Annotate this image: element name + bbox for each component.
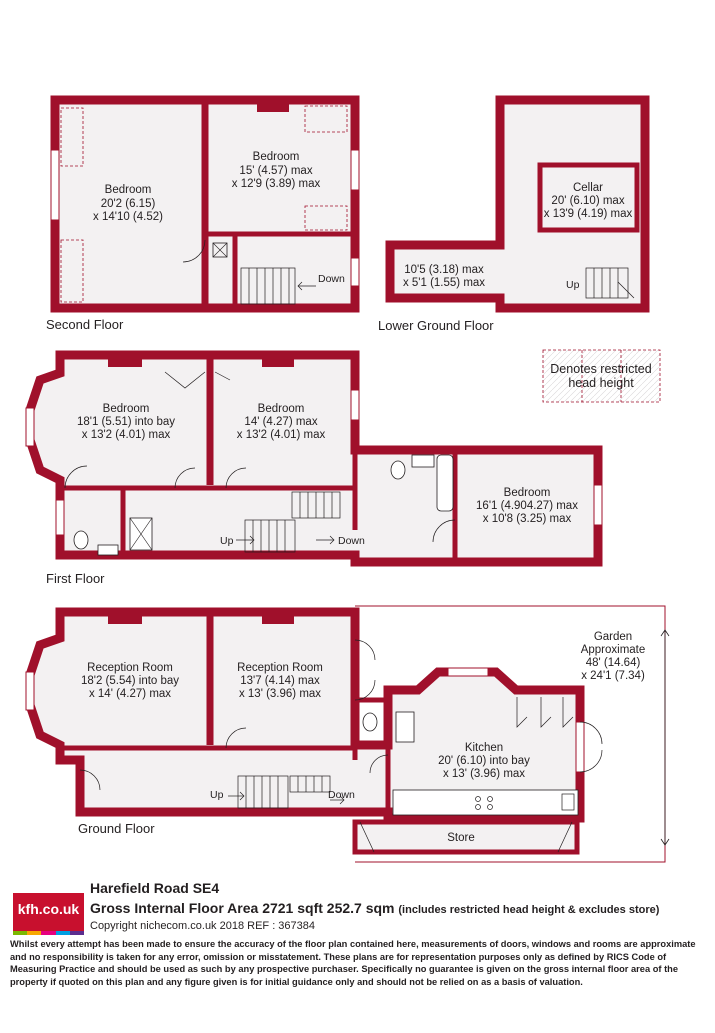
second-floor-plan (50, 95, 360, 313)
first-bedroom-mid-dim2: x 13'2 (4.01) max (237, 429, 326, 441)
garden-label: Garden (594, 631, 632, 643)
first-bedroom-mid-name: Bedroom (258, 403, 305, 415)
first-floor-label: First Floor (46, 571, 105, 586)
lg-side-dim2: x 5'1 (1.55) max (403, 277, 485, 289)
gross-floor-area-value: Gross Internal Floor Area 2721 sqft 252.… (90, 900, 395, 916)
lower-ground-up-label: Up (566, 279, 580, 291)
kfh-logo-text: kfh.co.uk (17, 901, 80, 917)
copyright: Copyright nichecom.co.uk 2018 REF : 3673… (90, 920, 316, 932)
cellar-name: Cellar (573, 182, 603, 194)
second-floor-down-label: Down (318, 273, 345, 285)
ground-floor-label: Ground Floor (78, 821, 155, 836)
lg-side-dim1: 10'5 (3.18) max (404, 264, 484, 276)
reception-2-dim1: 13'7 (4.14) max (240, 675, 320, 687)
legend-line-1: Denotes restricted (550, 362, 651, 376)
ground-floor-up-label: Up (210, 789, 224, 801)
gross-floor-area-note: (includes restricted head height & exclu… (398, 904, 660, 916)
first-bedroom-bay-dim2: x 13'2 (4.01) max (82, 429, 171, 441)
gross-floor-area: Gross Internal Floor Area 2721 sqft 252.… (90, 900, 659, 916)
kfh-logo-bars (13, 931, 85, 935)
ground-floor-plan (25, 605, 670, 863)
floor-plan: Bedroom 20'2 (6.15) x 14'10 (4.52) Bedro… (25, 95, 670, 863)
first-floor-up-label: Up (220, 535, 234, 547)
first-bedroom-rear-name: Bedroom (504, 487, 551, 499)
first-floor-down-label: Down (338, 535, 365, 547)
garden-dim1: 48' (14.64) (586, 657, 641, 669)
lower-ground-floor-label: Lower Ground Floor (378, 318, 494, 333)
reception-1-dim1: 18'2 (5.54) into bay (81, 675, 179, 687)
reception-2-name: Reception Room (237, 662, 323, 674)
ground-floor-down-label: Down (328, 789, 355, 801)
reception-1-dim2: x 14' (4.27) max (89, 688, 171, 700)
property-address: Harefield Road SE4 (90, 880, 220, 896)
second-bedroom-2-dim1: 15' (4.57) max (239, 165, 312, 177)
cellar-dim2: x 13'9 (4.19) max (544, 208, 633, 220)
first-bedroom-bay-dim1: 18'1 (5.51) into bay (77, 416, 175, 428)
second-bedroom-1-dim2: x 14'10 (4.52) (93, 211, 163, 223)
first-bedroom-rear-dim1: 16'1 (4.904.27) max (476, 500, 578, 512)
first-floor-plan (25, 350, 603, 567)
first-bedroom-mid-dim1: 14' (4.27) max (244, 416, 317, 428)
second-bedroom-2-name: Bedroom (253, 151, 300, 163)
second-bedroom-2-dim2: x 12'9 (3.89) max (232, 178, 321, 190)
kitchen-dim2: x 13' (3.96) max (443, 768, 525, 780)
first-bedroom-bay-name: Bedroom (103, 403, 150, 415)
restricted-height-legend (542, 349, 661, 403)
lower-ground-floor-plan (385, 95, 650, 313)
second-bedroom-1-dim1: 20'2 (6.15) (101, 198, 156, 210)
garden-dim2: x 24'1 (7.34) (581, 670, 645, 682)
legend-line-2: head height (568, 376, 634, 390)
disclaimer: Whilst every attempt has been made to en… (10, 939, 696, 987)
first-bedroom-rear-dim2: x 10'8 (3.25) max (483, 513, 572, 525)
garden-approx: Approximate (581, 644, 646, 656)
kitchen-dim1: 20' (6.10) into bay (438, 755, 530, 767)
reception-1-name: Reception Room (87, 662, 173, 674)
kfh-logo (13, 893, 84, 935)
reception-2-dim2: x 13' (3.96) max (239, 688, 321, 700)
cellar-dim1: 20' (6.10) max (551, 195, 624, 207)
second-bedroom-1-name: Bedroom (105, 184, 152, 196)
store-label: Store (447, 832, 475, 844)
kitchen-name: Kitchen (465, 742, 503, 754)
second-floor-label: Second Floor (46, 317, 124, 332)
